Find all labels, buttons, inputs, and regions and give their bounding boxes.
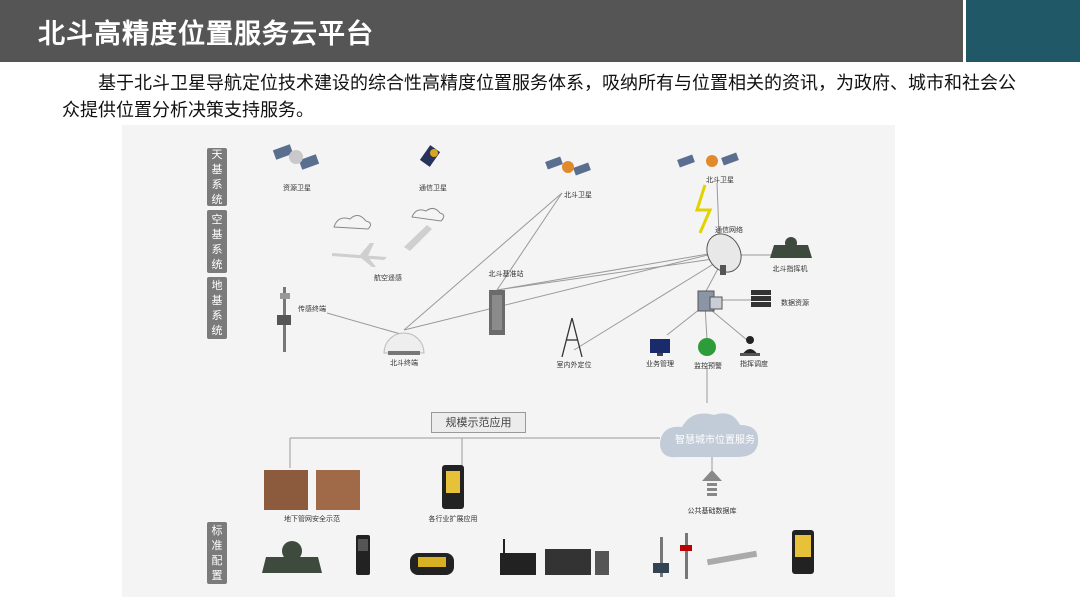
beidou-base-station-icon xyxy=(489,290,505,335)
label-sensor-terminal: 传感终端 xyxy=(298,305,326,313)
label-aviation-remote: 航空遥感 xyxy=(374,274,402,282)
industry-device-icon xyxy=(442,465,464,509)
comm-network-dish-icon xyxy=(706,233,742,275)
standard-receiver-icon xyxy=(262,541,322,573)
data-resource-icon xyxy=(751,290,771,307)
underground-photo-2 xyxy=(316,470,360,510)
label-indoor-outdoor: 室内外定位 xyxy=(556,361,592,369)
label-comm-network: 通信网络 xyxy=(715,226,743,234)
beidou-satellite-icon xyxy=(677,152,739,168)
industry-handheld-icon xyxy=(792,530,814,574)
monitoring-pole-icon xyxy=(653,537,669,577)
demo-app-badge: 规模示范应用 xyxy=(431,412,526,433)
label-smart-city: 智慧城市位置服务 xyxy=(675,435,755,446)
business-monitor-icon xyxy=(650,339,670,356)
gauge-pole-icon xyxy=(680,533,692,579)
label-beidou-command: 北斗指挥机 xyxy=(772,265,808,273)
router-icon xyxy=(500,539,536,575)
label-beidou-satellite-1: 北斗卫星 xyxy=(564,191,592,199)
beidou-satellite-icon xyxy=(545,156,591,176)
tab-space-system: 天基系统 xyxy=(207,148,227,206)
monitor-warning-icon xyxy=(698,338,716,356)
gnss-receiver-icon xyxy=(410,553,454,575)
network-box-icon xyxy=(545,549,609,575)
beidou-terminal-icon xyxy=(383,332,425,355)
command-dispatch-icon xyxy=(740,336,760,356)
underground-photo-1 xyxy=(264,470,308,510)
label-underground-demo: 地下管网安全示范 xyxy=(284,515,340,523)
handheld-device-icon xyxy=(356,535,370,575)
diagram-graphics xyxy=(262,144,814,579)
indoor-outdoor-tower-icon xyxy=(561,317,583,358)
airplane-icon xyxy=(332,243,387,267)
label-command-dispatch: 指挥调度 xyxy=(740,360,768,368)
tab-air-system: 空基系统 xyxy=(207,210,227,273)
label-business-mgmt: 业务管理 xyxy=(646,360,674,368)
label-beidou-base: 北斗基准站 xyxy=(488,270,524,278)
label-data-resource: 数据资源 xyxy=(781,299,809,307)
public-db-arrow-icon xyxy=(702,470,722,496)
server-icon xyxy=(697,290,723,312)
cloud-icon xyxy=(333,207,445,230)
label-monitor-warning: 监控预警 xyxy=(694,362,722,370)
inclinometer-icon xyxy=(706,550,758,566)
beidou-command-vehicle-icon xyxy=(770,237,812,258)
drone-icon xyxy=(404,225,432,251)
comm-satellite-icon xyxy=(419,145,441,167)
lightning-link-icon xyxy=(694,184,713,234)
smart-city-cloud-icon xyxy=(660,413,759,458)
header-separator xyxy=(963,0,966,62)
label-beidou-satellite-2: 北斗卫星 xyxy=(706,176,734,184)
label-beidou-terminal: 北斗终端 xyxy=(390,359,418,367)
architecture-diagram: 天基系统 空基系统 地基系统 标准配置 xyxy=(122,125,895,597)
page-title: 北斗高精度位置服务云平台 xyxy=(38,19,374,50)
label-resource-satellite: 资源卫星 xyxy=(283,184,311,192)
sensor-terminal-icon xyxy=(277,287,291,352)
header-accent-block xyxy=(966,0,1080,62)
tab-standard-config: 标准配置 xyxy=(207,522,227,584)
label-public-db: 公共基础数据库 xyxy=(687,507,737,515)
label-industry-app: 各行业扩展应用 xyxy=(428,515,478,523)
intro-paragraph: 基于北斗卫星导航定位技术建设的综合性高精度位置服务体系，吸纳所有与位置相关的资讯… xyxy=(62,73,1016,121)
label-comm-satellite: 通信卫星 xyxy=(419,184,447,192)
tab-ground-system: 地基系统 xyxy=(207,277,227,339)
resource-satellite-icon xyxy=(272,144,320,170)
header-bar: 北斗高精度位置服务云平台 xyxy=(0,0,1080,62)
